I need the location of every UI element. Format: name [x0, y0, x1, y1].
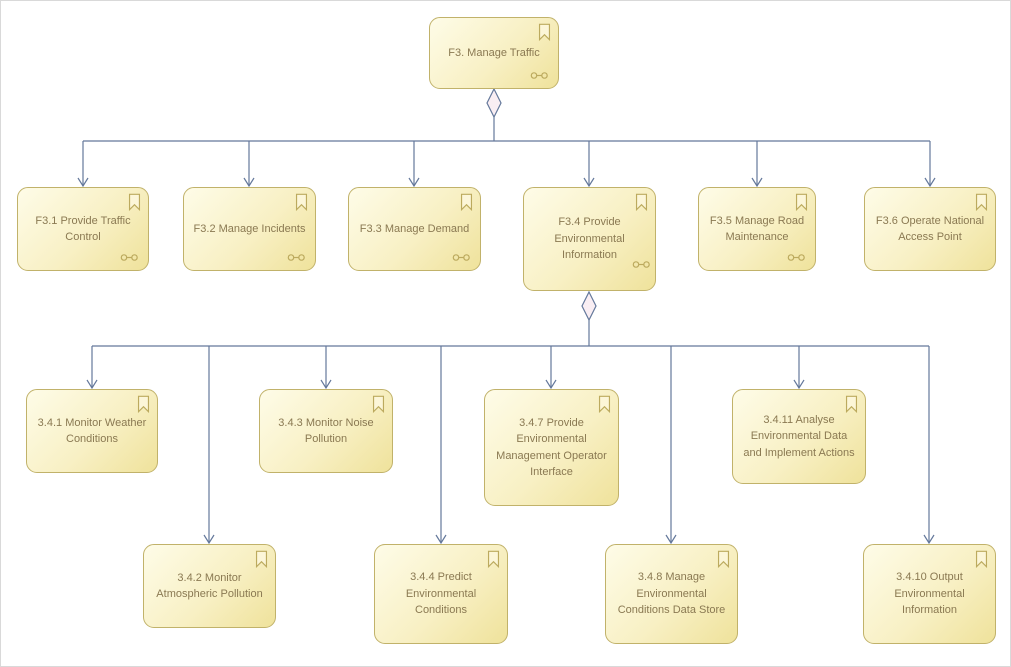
node-label: 3.4.11 Analyse Environmental Data and Im… [743, 413, 855, 459]
node-label: 3.4.10 Output Environmental Information [894, 571, 965, 617]
node-label: 3.4.4 Predict Environmental Conditions [405, 571, 477, 617]
node-label: F3.2 Manage Incidents [193, 222, 306, 235]
arrowhead [751, 177, 763, 188]
bookmark-icon [460, 193, 473, 212]
bookmark-icon [975, 550, 988, 569]
bookmark-icon [598, 395, 611, 414]
node-label: 3.4.7 Provide Environmental Management O… [496, 416, 607, 479]
bookmark-icon [795, 193, 808, 212]
node-label: F3.4 Provide Environmental Information [554, 216, 625, 262]
node-3-4-11-analyse-environmental-data-and-implement-actions[interactable]: 3.4.11 Analyse Environmental Data and Im… [732, 389, 866, 484]
edge-f3-to-f3-1 [77, 141, 89, 188]
edge-f3-4-to-3-4-1 [86, 346, 98, 390]
node-label: F3. Manage Traffic [448, 46, 540, 59]
bookmark-icon [717, 550, 730, 569]
node-3-4-3-monitor-noise-pollution[interactable]: 3.4.3 Monitor Noise Pollution [259, 389, 393, 473]
node-3-4-8-manage-environmental-conditions-data-store[interactable]: 3.4.8 Manage Environmental Conditions Da… [605, 544, 738, 644]
node-f3-6-operate-national-access-point[interactable]: F3.6 Operate National Access Point [864, 187, 996, 271]
arrowhead [665, 534, 677, 545]
node-label: 3.4.1 Monitor Weather Conditions [37, 416, 147, 446]
bookmark-icon [372, 395, 385, 414]
bookmark-icon [487, 550, 500, 569]
node-label: F3.3 Manage Demand [359, 222, 470, 235]
arrowhead [77, 177, 89, 188]
node-label: 3.4.8 Manage Environmental Conditions Da… [617, 571, 726, 617]
node-f3-3-manage-demand[interactable]: F3.3 Manage Demand [348, 187, 481, 271]
arrowhead [435, 534, 447, 545]
edge-f3-to-f3-6 [924, 141, 936, 188]
arrowhead [320, 379, 332, 390]
node-3-4-4-predict-environmental-conditions[interactable]: 3.4.4 Predict Environmental Conditions [374, 544, 508, 644]
chain-link-icon [120, 253, 139, 262]
aggregation-diamond [486, 87, 502, 119]
edge-f3-4-to-3-4-7 [545, 346, 557, 390]
bookmark-icon [975, 193, 988, 212]
node-label: F3.6 Operate National Access Point [875, 214, 985, 244]
arrowhead [793, 379, 805, 390]
bookmark-icon [635, 193, 648, 212]
bookmark-icon [295, 193, 308, 212]
node-f3-2-manage-incidents[interactable]: F3.2 Manage Incidents [183, 187, 316, 271]
aggregation-connector-f3-4 [92, 290, 929, 347]
chain-link-icon [530, 71, 549, 80]
edge-f3-to-f3-3 [408, 141, 420, 188]
edge-f3-4-to-3-4-4 [435, 346, 447, 545]
edge-f3-4-to-3-4-8 [665, 346, 677, 545]
arrowhead [203, 534, 215, 545]
edge-f3-4-to-3-4-10 [923, 346, 935, 545]
node-f3-4-provide-environmental-information[interactable]: F3.4 Provide Environmental Information [523, 187, 656, 291]
bookmark-icon [538, 23, 551, 42]
chain-link-icon [632, 260, 651, 269]
arrowhead [86, 379, 98, 390]
chain-link-icon [287, 253, 306, 262]
node-label: 3.4.2 Monitor Atmospheric Pollution [156, 571, 263, 601]
arrowhead [924, 177, 936, 188]
arrowhead [545, 379, 557, 390]
arrowhead [243, 177, 255, 188]
arrowhead [408, 177, 420, 188]
node-f3-1-provide-traffic-control[interactable]: F3.1 Provide Traffic Control [17, 187, 149, 271]
edge-f3-4-to-3-4-2 [203, 346, 215, 545]
node-f3-5-manage-road-maintenance[interactable]: F3.5 Manage Road Maintenance [698, 187, 816, 271]
node-f3-manage-traffic[interactable]: F3. Manage Traffic [429, 17, 559, 89]
chain-link-icon [787, 253, 806, 262]
edge-f3-4-to-3-4-11 [793, 346, 805, 390]
node-3-4-2-monitor-atmospheric-pollution[interactable]: 3.4.2 Monitor Atmospheric Pollution [143, 544, 276, 628]
node-3-4-1-monitor-weather-conditions[interactable]: 3.4.1 Monitor Weather Conditions [26, 389, 158, 473]
arrowhead [583, 177, 595, 188]
edge-f3-to-f3-4 [583, 141, 595, 188]
aggregation-diamond [581, 290, 597, 322]
node-label: F3.1 Provide Traffic Control [35, 214, 131, 244]
edge-f3-4-to-3-4-3 [320, 346, 332, 390]
bookmark-icon [845, 395, 858, 414]
bookmark-icon [128, 193, 141, 212]
bookmark-icon [255, 550, 268, 569]
aggregation-connector-f3 [83, 87, 930, 142]
arrowhead [923, 534, 935, 545]
edge-f3-to-f3-2 [243, 141, 255, 188]
edge-f3-to-f3-5 [751, 141, 763, 188]
node-3-4-10-output-environmental-information[interactable]: 3.4.10 Output Environmental Information [863, 544, 996, 644]
chain-link-icon [452, 253, 471, 262]
bookmark-icon [137, 395, 150, 414]
node-3-4-7-provide-environmental-management-operator-interface[interactable]: 3.4.7 Provide Environmental Management O… [484, 389, 619, 506]
node-label: F3.5 Manage Road Maintenance [709, 214, 805, 244]
node-label: 3.4.3 Monitor Noise Pollution [278, 416, 374, 446]
